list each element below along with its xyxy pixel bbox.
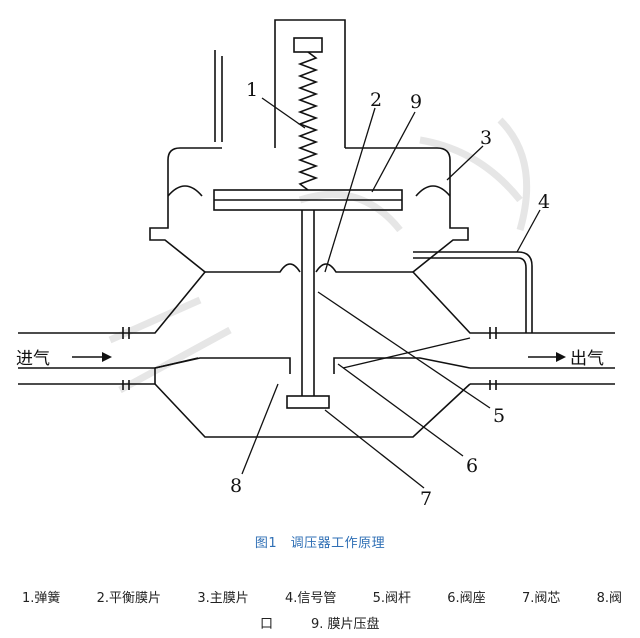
legend-item: 4.信号管 — [284, 591, 337, 606]
label-valve-core: 7 — [420, 488, 432, 510]
label-signal-tube: 4 — [538, 191, 550, 213]
legend-item: 6.阀座 — [447, 591, 486, 606]
legend-item: 2.平衡膜片 — [96, 591, 162, 606]
label-valve-stem: 5 — [493, 405, 505, 427]
figure-caption: 图1 调压器工作原理 — [254, 536, 386, 551]
regulator-body — [18, 19, 615, 438]
outlet-arrow — [528, 352, 566, 362]
legend-item: 5.阀杆 — [372, 591, 412, 606]
legend-item: 1.弹簧 — [22, 591, 61, 606]
legend-item: 口 — [260, 617, 274, 632]
label-diaphragm-plate: 9 — [410, 91, 422, 113]
label-balance-diaphragm: 2 — [370, 89, 382, 111]
watermark — [108, 117, 531, 394]
inlet-arrow — [72, 352, 112, 362]
regulator-diagram: 进气 出气 1 2 3 4 5 6 7 8 9 — [16, 19, 615, 510]
label-main-diaphragm: 3 — [480, 127, 492, 149]
label-valve-seat: 6 — [466, 455, 478, 477]
leader-lines — [241, 97, 541, 489]
outlet-label: 出气 — [570, 349, 604, 369]
legend: 1.弹簧 2.平衡膜片 3.主膜片 4.信号管 5.阀杆 6.阀座 7.阀芯 8… — [22, 586, 622, 638]
legend-item: 7.阀芯 — [521, 591, 561, 606]
label-spring: 1 — [246, 79, 258, 101]
inlet-label: 进气 — [16, 349, 50, 369]
legend-item: 3.主膜片 — [197, 591, 249, 606]
legend-item: 8.阀 — [596, 591, 622, 606]
label-valve-port: 8 — [230, 475, 242, 497]
legend-item: 9. 膜片压盘 — [311, 617, 380, 632]
